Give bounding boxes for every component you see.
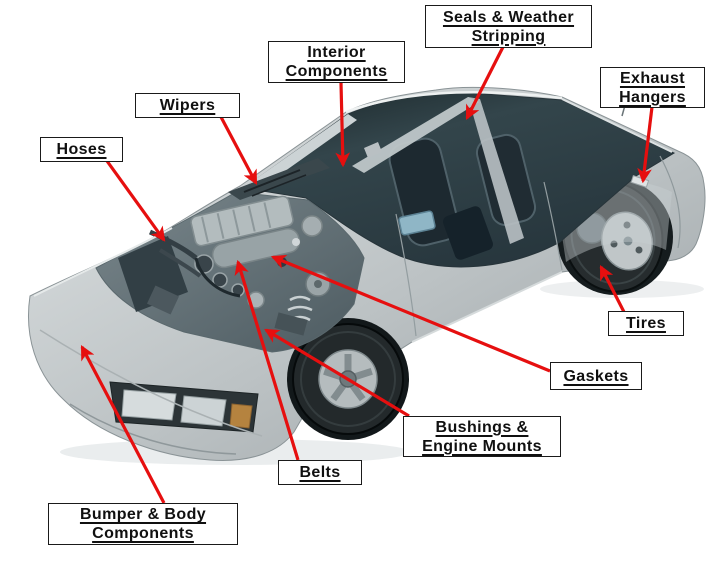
label-bumper-body-components[interactable]: Bumper & Body Components [48, 503, 238, 545]
engine-bay [95, 191, 365, 353]
label-hoses-text: Hoses [56, 141, 107, 158]
label-wipers[interactable]: Wipers [135, 93, 240, 118]
label-belts[interactable]: Belts [278, 460, 362, 485]
label-seals-weather-stripping[interactable]: Seals & Weather Stripping [425, 5, 592, 48]
roof-pillars [240, 91, 673, 244]
arrow-bumper [80, 345, 166, 504]
arrow-gaskets [270, 254, 551, 373]
label-exhaust-hangers[interactable]: Exhaust Hangers [600, 67, 705, 108]
label-interior-components-text-line2: Components [285, 63, 388, 80]
interior-seats [388, 133, 537, 260]
arrow-interior [335, 82, 351, 168]
wiper-cowl [228, 158, 330, 200]
label-bumper-body-components-text-line1: Bumper & Body [79, 506, 207, 523]
arrow-belts [234, 259, 300, 461]
engine-parts [118, 195, 331, 336]
label-gaskets-text: Gaskets [563, 367, 629, 385]
label-belts-text: Belts [299, 464, 341, 481]
arrow-bushings [264, 328, 410, 418]
label-bushings-engine-mounts-text-line1: Bushings & [435, 418, 529, 436]
label-seals-weather-stripping-text-line2: Stripping [471, 27, 546, 45]
label-tires-text: Tires [626, 315, 666, 332]
arrow-exhaust [637, 106, 654, 184]
label-bushings-engine-mounts[interactable]: Bushings & Engine Mounts [403, 416, 561, 457]
label-exhaust-hangers-text-line1: Exhaust [619, 69, 686, 87]
arrow-seals [465, 46, 505, 120]
label-tires[interactable]: Tires [608, 311, 684, 336]
label-bushings-engine-mounts-text-line2: Engine Mounts [422, 437, 542, 455]
label-bumper-body-components-text-line2: Components [92, 525, 194, 542]
arrow-wipers [219, 116, 258, 185]
arrow-tires [599, 265, 626, 313]
arrow-hoses [105, 160, 166, 242]
label-exhaust-hangers-text-line2: Hangers [619, 88, 686, 106]
label-interior-components-text-line1: Interior [307, 44, 366, 61]
label-interior-components[interactable]: Interior Components [268, 41, 405, 83]
label-hoses[interactable]: Hoses [40, 137, 123, 162]
label-seals-weather-stripping-text-line1: Seals & Weather [442, 8, 575, 26]
label-gaskets[interactable]: Gaskets [550, 362, 642, 390]
label-wipers-text: Wipers [159, 97, 216, 114]
